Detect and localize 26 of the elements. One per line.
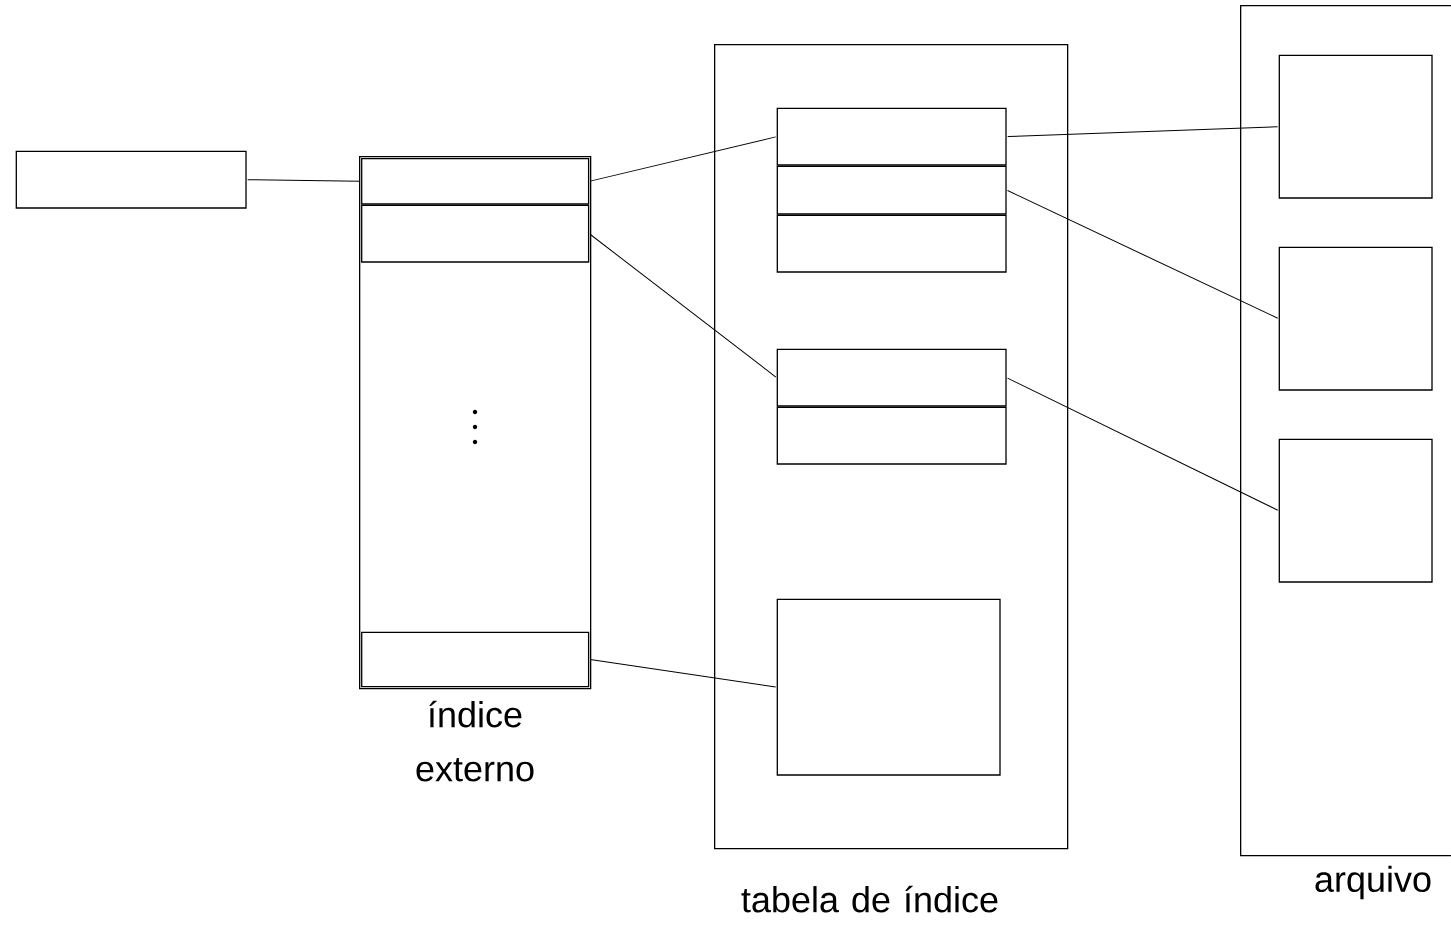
cell-box <box>15 150 247 209</box>
connector-line <box>247 179 361 182</box>
cell-box <box>1278 438 1433 583</box>
node-label: tabela de índice <box>741 885 998 913</box>
connector-line <box>589 233 777 378</box>
connector-line <box>589 659 777 688</box>
cell-box <box>776 348 1007 407</box>
cell-box <box>776 107 1007 166</box>
cell-box <box>776 165 1007 215</box>
connector-line <box>589 136 777 182</box>
cell-box <box>361 158 590 205</box>
cell-box <box>776 214 1007 273</box>
connector-line <box>1007 377 1279 511</box>
connector-line <box>1007 190 1279 319</box>
node-label: arquivo <box>1315 865 1431 900</box>
column-box: tabela de índice <box>714 44 1069 913</box>
connector-line <box>1007 126 1279 138</box>
column-box: índice externo <box>359 156 592 782</box>
cell-box <box>1278 246 1433 391</box>
column-box: arquivo <box>1240 5 1451 900</box>
cell-box <box>361 204 590 263</box>
cell-box <box>361 631 590 688</box>
node-label: índice externo <box>416 700 534 782</box>
cell-box <box>776 406 1007 465</box>
cell-box <box>776 598 1001 776</box>
cell-box <box>1278 54 1433 199</box>
